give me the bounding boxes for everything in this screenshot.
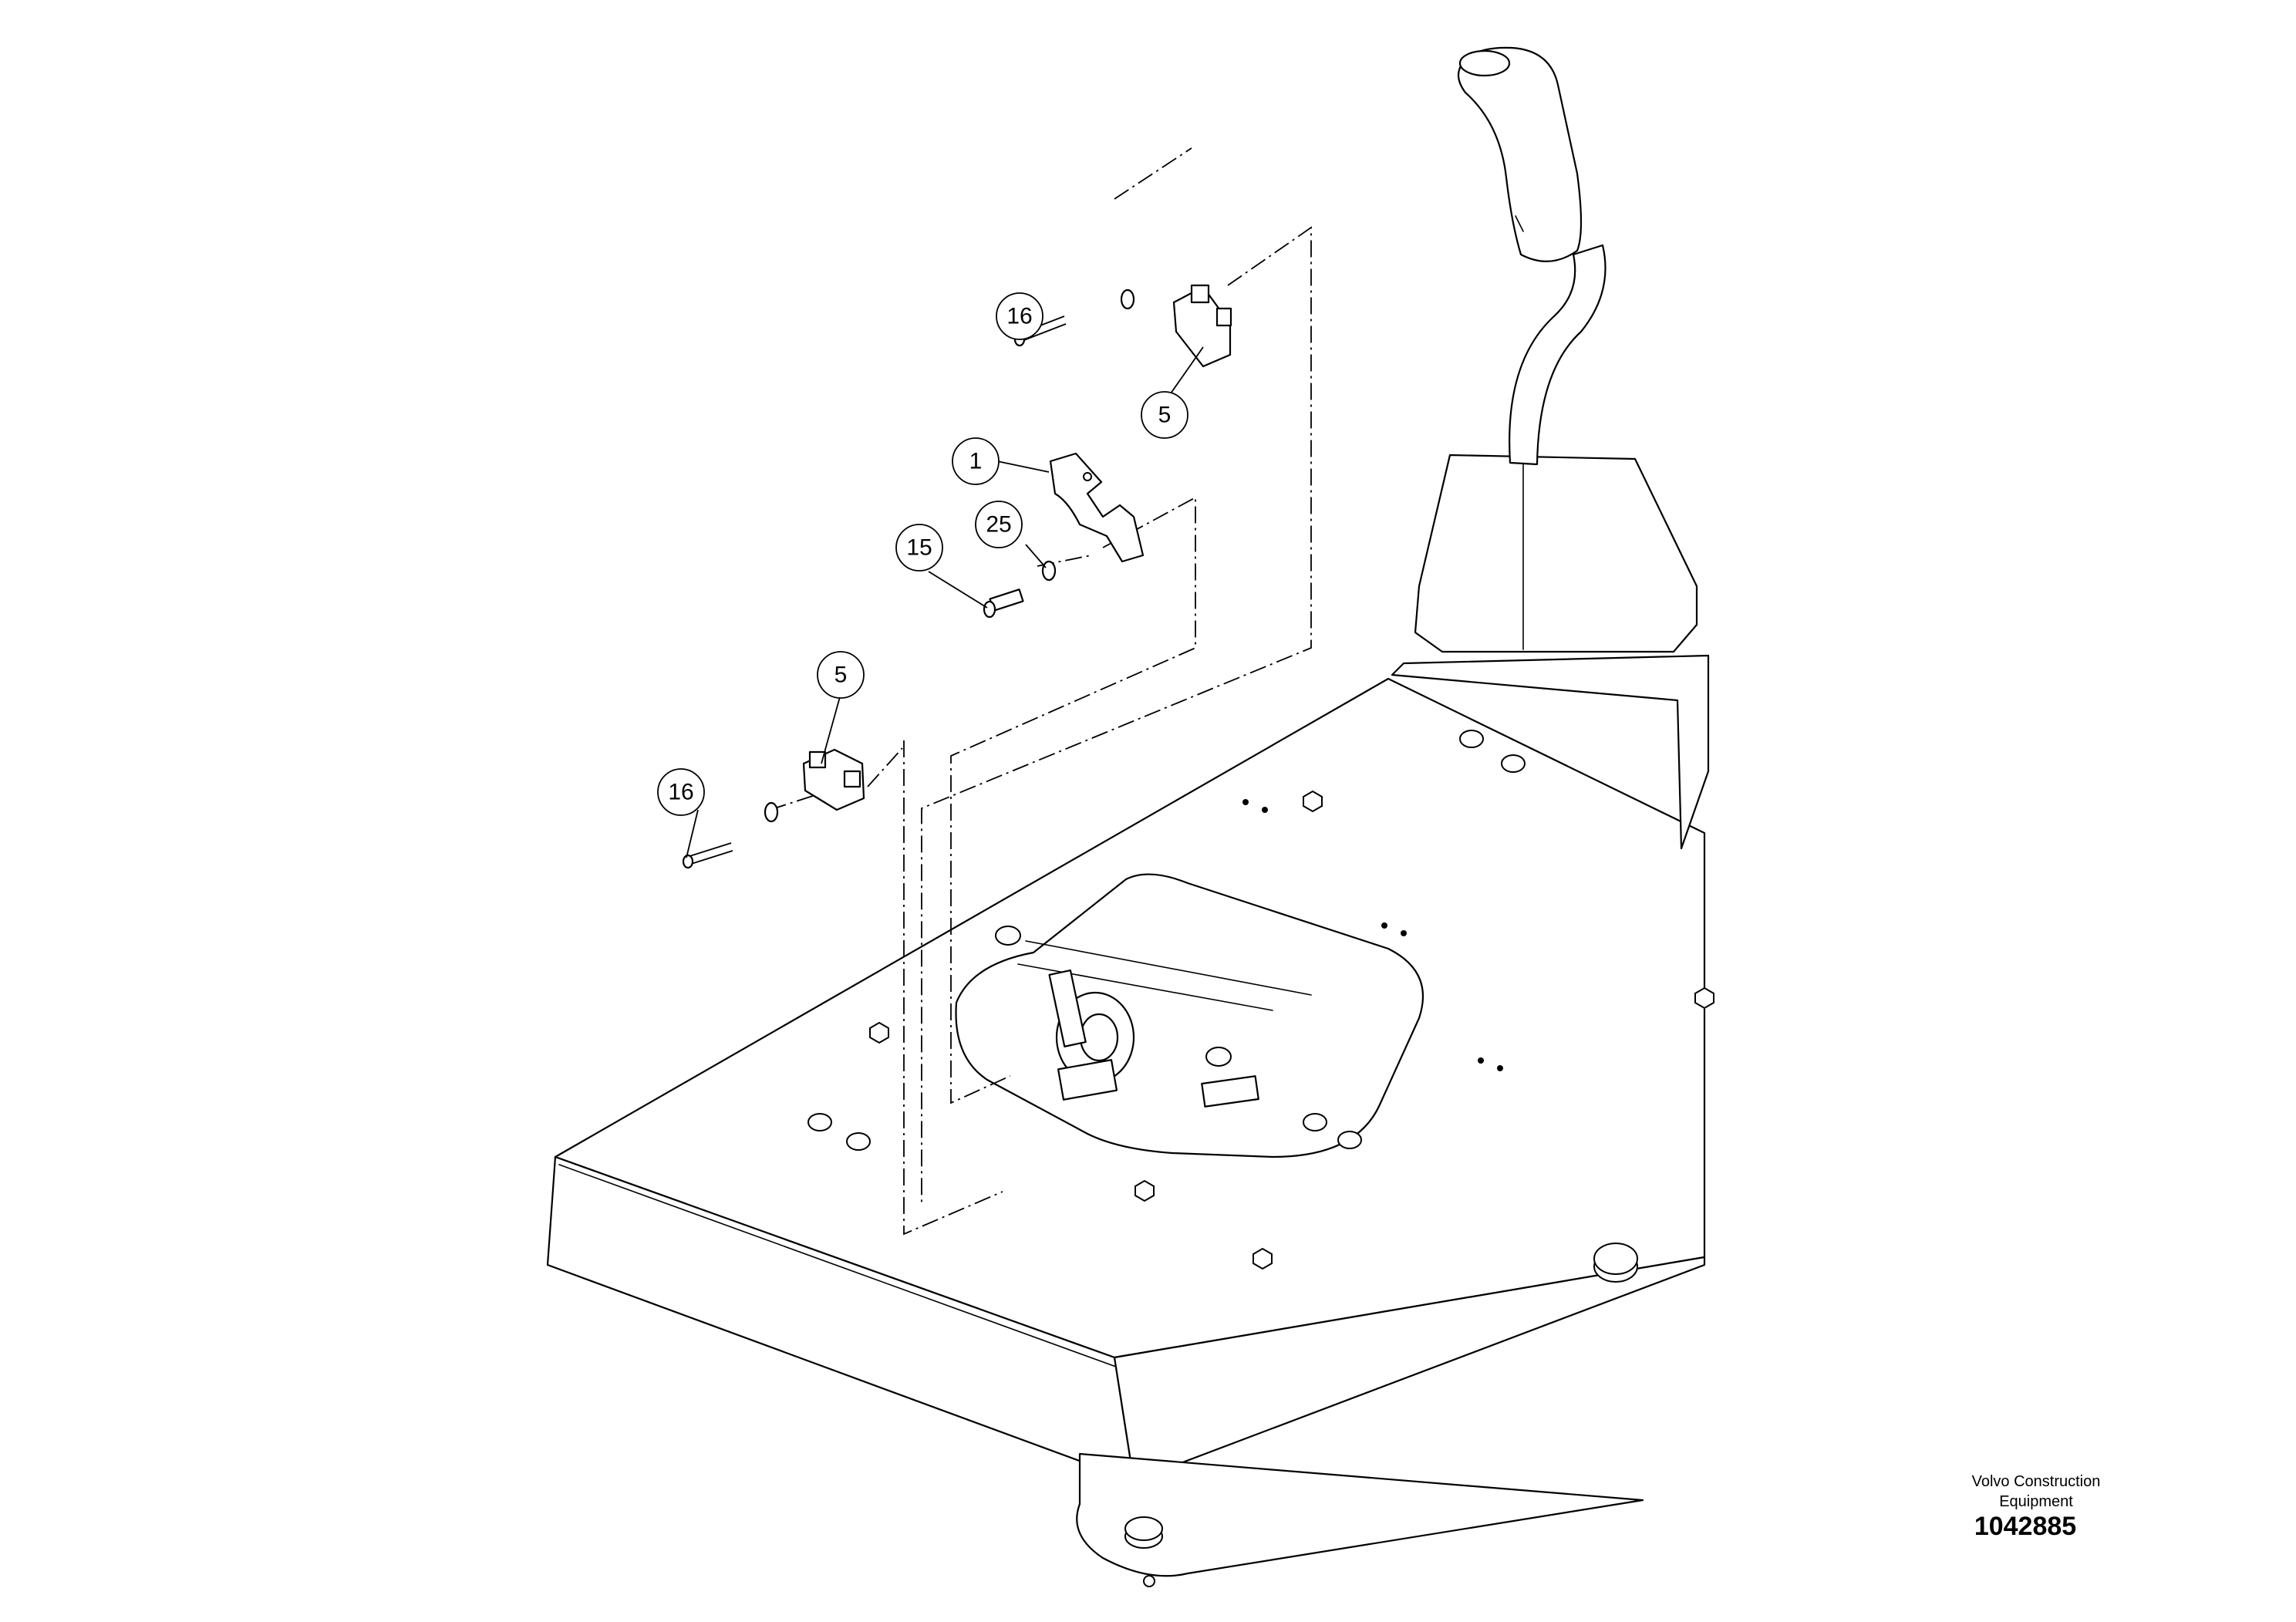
callout-label: 16 — [668, 780, 693, 805]
callout-label: 5 — [1158, 403, 1172, 428]
switch-5-lower — [802, 748, 865, 811]
washer-25 — [1041, 560, 1057, 582]
screw-16-lower — [682, 801, 779, 869]
callout-5-lower: 5 — [817, 651, 865, 699]
leader-lines — [686, 331, 1204, 858]
callout-label: 16 — [1006, 304, 1032, 329]
callout-16-upper: 16 — [996, 292, 1043, 340]
callout-16-lower: 16 — [657, 768, 705, 816]
callout-label: 5 — [834, 663, 848, 688]
document-number: 1042885 — [1974, 1512, 2077, 1541]
lever-stick — [1457, 46, 1607, 466]
publisher-line-2: Equipment — [1999, 1493, 2073, 1510]
callout-label: 25 — [986, 512, 1011, 538]
bolt-15 — [983, 588, 1024, 619]
callout-5-upper: 5 — [1141, 391, 1188, 439]
publisher-credit: Volvo Construction Equipment — [1905, 1472, 2167, 1512]
cam-plate-1 — [1049, 452, 1145, 563]
lever-housing — [1391, 454, 1710, 850]
callout-label: 15 — [906, 535, 932, 561]
mounting-plate — [546, 677, 1714, 1587]
callout-25: 25 — [975, 501, 1023, 548]
switch-5-upper — [1172, 284, 1232, 368]
callout-15: 15 — [895, 524, 943, 572]
callout-label: 1 — [969, 449, 983, 474]
callout-1: 1 — [952, 437, 1000, 485]
publisher-line-1: Volvo Construction — [1971, 1473, 2101, 1490]
